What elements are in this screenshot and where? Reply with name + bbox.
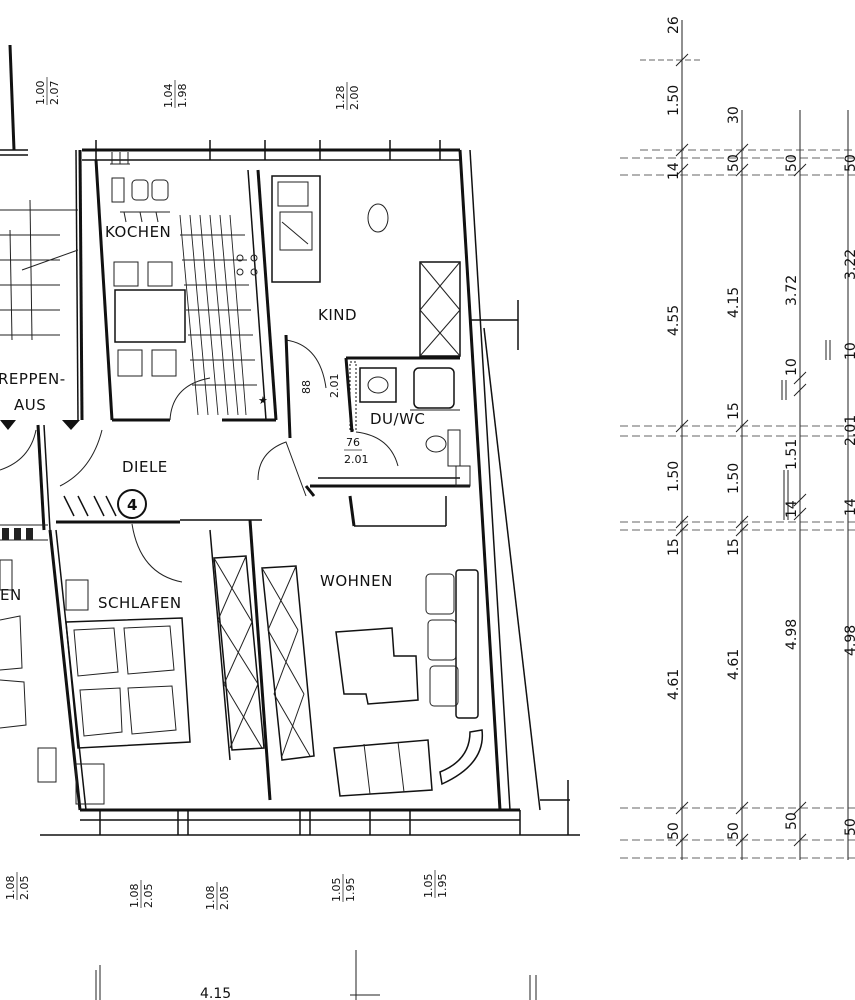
dim-c3-5: 4.98 bbox=[784, 619, 800, 650]
dim-c2-4: 1.50 bbox=[726, 463, 742, 494]
dim-c3-6: 50 bbox=[784, 812, 800, 830]
dim-c4-0: 50 bbox=[843, 154, 855, 172]
bottom-sill-2-a: 1.08 bbox=[128, 884, 141, 909]
bottom-sill-1-a: 1.08 bbox=[4, 876, 17, 901]
staircase: REPPEN- AUS bbox=[0, 44, 84, 541]
unit-walls bbox=[40, 140, 580, 836]
bottom-sill-1-b: 2.05 bbox=[18, 876, 31, 901]
dim-c2-2: 4.15 bbox=[726, 287, 742, 318]
dim-c1-6: 4.61 bbox=[666, 669, 682, 700]
top-sill-1-a: 1.00 bbox=[34, 81, 47, 106]
left-bedroom: EN bbox=[0, 529, 87, 811]
living-room: WOHNEN bbox=[261, 495, 484, 797]
dim-c2-7: 50 bbox=[726, 822, 742, 840]
room-label-living: WOHNEN bbox=[320, 572, 393, 590]
dim-c2-5: 15 bbox=[726, 538, 742, 556]
hall: 4 DIELE bbox=[56, 429, 316, 583]
dim-c3-4: 14 bbox=[784, 500, 800, 518]
bottom-sill-3-a: 1.08 bbox=[204, 886, 217, 911]
dim-c3-2: 10 bbox=[784, 358, 800, 376]
bottom-sill-5-b: 1.95 bbox=[436, 874, 449, 899]
dim-c4-5: 4.98 bbox=[843, 625, 855, 656]
dim-c1-7: 50 bbox=[666, 822, 682, 840]
child-room: KIND 88 2.01 bbox=[271, 175, 461, 439]
bottom-sill-5-a: 1.05 bbox=[422, 874, 435, 899]
kitchen: KOCHEN ★ bbox=[94, 152, 278, 422]
room-label-bath: DU/WC bbox=[370, 410, 425, 428]
dim-c4-3: 2.01 bbox=[843, 415, 855, 446]
door-a-height: 2.01 bbox=[328, 374, 341, 399]
bedroom: SCHLAFEN bbox=[65, 519, 272, 805]
top-sill-3-b: 2.00 bbox=[348, 86, 361, 111]
dim-c4-1: 3.22 bbox=[843, 249, 855, 280]
room-label-hall: DIELE bbox=[122, 458, 168, 476]
dim-c1-1: 1.50 bbox=[666, 85, 682, 116]
door-b-width: 76 bbox=[346, 436, 360, 449]
star-marker: ★ bbox=[258, 394, 268, 407]
dim-c3-3: 1.51 bbox=[784, 439, 800, 470]
bottom-sill-3-b: 2.05 bbox=[218, 886, 231, 911]
bottom-dim-text: 4.15 bbox=[200, 986, 231, 1000]
dim-c2-6: 4.61 bbox=[726, 649, 742, 680]
room-label-kitchen: KOCHEN bbox=[105, 223, 171, 241]
top-sill-1-b: 2.07 bbox=[48, 81, 61, 106]
top-sill-2-a: 1.04 bbox=[162, 84, 175, 109]
room-label-stair-1: REPPEN- bbox=[0, 370, 66, 388]
dim-c4-6: 50 bbox=[843, 818, 855, 836]
top-window-labels: 1.00 2.07 1.04 1.98 1.28 2.00 bbox=[34, 77, 361, 110]
bathroom: DU/WC 76 2.01 bbox=[310, 356, 471, 488]
dim-c1-2: 14 bbox=[666, 162, 682, 180]
dim-c2-0: 30 bbox=[726, 106, 742, 124]
dim-c1-5: 15 bbox=[666, 538, 682, 556]
top-sill-3-a: 1.28 bbox=[334, 86, 347, 111]
dim-c1-0: 26 bbox=[666, 16, 682, 34]
dim-c2-1: 50 bbox=[726, 154, 742, 172]
bottom-dimension-chain: 4.15 bbox=[95, 950, 537, 1000]
room-label-child: KIND bbox=[318, 306, 357, 324]
dim-c1-4: 1.50 bbox=[666, 461, 682, 492]
top-sill-2-b: 1.98 bbox=[176, 84, 189, 109]
door-a-width: 88 bbox=[300, 380, 313, 394]
bottom-sill-4-a: 1.05 bbox=[330, 878, 343, 903]
dimension-chains: 26 1.50 14 4.55 1.50 15 4.61 50 30 50 4.… bbox=[620, 16, 855, 860]
unit-number: 4 bbox=[127, 496, 137, 514]
door-b-height: 2.01 bbox=[344, 453, 369, 466]
dim-c2-3: 15 bbox=[726, 402, 742, 420]
dim-c4-2: 10 bbox=[843, 342, 855, 360]
dim-c3-0: 50 bbox=[784, 154, 800, 172]
bottom-sill-4-b: 1.95 bbox=[344, 878, 357, 903]
dim-c4-4: 14 bbox=[843, 498, 855, 516]
dim-c1-3: 4.55 bbox=[666, 305, 682, 336]
room-label-bedroom-left: EN bbox=[0, 586, 22, 604]
dim-c3-1: 3.72 bbox=[784, 275, 800, 306]
room-label-stair-2: AUS bbox=[14, 396, 46, 414]
bottom-window-labels: 1.08 2.05 1.08 2.05 1.08 2.05 1.05 1.95 … bbox=[4, 870, 449, 910]
room-label-bedroom: SCHLAFEN bbox=[98, 594, 182, 612]
bottom-sill-2-b: 2.05 bbox=[142, 884, 155, 909]
